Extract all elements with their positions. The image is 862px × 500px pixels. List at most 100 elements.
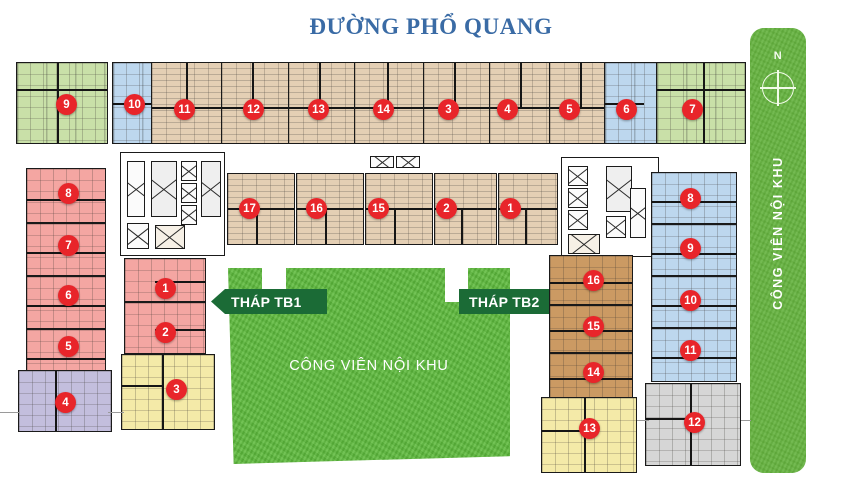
unit-block-top-3[interactable] <box>423 62 495 144</box>
shaft-icon <box>181 183 197 203</box>
guide-line <box>741 420 751 421</box>
unit-block-inner-3[interactable] <box>121 354 215 430</box>
unit-badge-right-9[interactable]: 9 <box>680 238 701 259</box>
right-park-panel: N CÔNG VIÊN NỘI KHU <box>750 28 806 473</box>
unit-badge-label: 10 <box>128 98 141 111</box>
unit-badge-label: 5 <box>566 103 573 116</box>
shaft-icon <box>127 223 149 249</box>
shaft-icon <box>630 188 646 238</box>
tower-tb2-core <box>561 157 659 257</box>
unit-badge-left-7[interactable]: 7 <box>58 235 79 256</box>
unit-badge-9[interactable]: 9 <box>56 94 77 115</box>
unit-badge-15[interactable]: 15 <box>368 198 389 219</box>
unit-badge-label: 10 <box>684 294 697 307</box>
unit-badge-label: 8 <box>687 192 694 205</box>
unit-block-top-6[interactable] <box>604 62 662 144</box>
shaft-icon <box>127 161 145 217</box>
unit-badge-left-4[interactable]: 4 <box>55 392 76 413</box>
unit-block-row2-16[interactable] <box>296 173 364 245</box>
unit-badge-6[interactable]: 6 <box>616 99 637 120</box>
unit-badge-label: 1 <box>162 282 169 295</box>
unit-block-row2-17[interactable] <box>227 173 295 245</box>
unit-badge-rinner-16[interactable]: 16 <box>583 270 604 291</box>
unit-badge-label: 7 <box>65 239 72 252</box>
unit-badge-label: 3 <box>445 103 452 116</box>
unit-badge-rinner-15[interactable]: 15 <box>583 316 604 337</box>
unit-badge-row2-2[interactable]: 2 <box>436 198 457 219</box>
unit-badge-inner-2[interactable]: 2 <box>155 322 176 343</box>
unit-badge-rinner-13[interactable]: 13 <box>579 418 600 439</box>
stair-icon <box>151 161 177 217</box>
unit-badge-label: 11 <box>684 344 697 357</box>
shaft-icon <box>568 188 588 208</box>
unit-badge-label: 3 <box>173 383 180 396</box>
shaft-icon <box>181 161 197 181</box>
shaft-icon <box>568 210 588 230</box>
unit-badge-14[interactable]: 14 <box>373 99 394 120</box>
unit-badge-label: 4 <box>62 396 69 409</box>
unit-badge-12[interactable]: 12 <box>243 99 264 120</box>
tower-tb1-core <box>120 152 225 256</box>
unit-badge-17[interactable]: 17 <box>239 198 260 219</box>
unit-badge-inner-1[interactable]: 1 <box>155 278 176 299</box>
unit-badge-label: 14 <box>377 103 390 116</box>
stair-icon <box>606 166 632 212</box>
guide-line <box>0 412 20 413</box>
unit-badge-5[interactable]: 5 <box>559 99 580 120</box>
unit-badge-label: 1 <box>507 202 514 215</box>
unit-badge-label: 11 <box>178 103 191 116</box>
unit-badge-left-5[interactable]: 5 <box>58 336 79 357</box>
unit-block-right-11[interactable] <box>651 328 737 382</box>
unit-badge-inner-3[interactable]: 3 <box>166 379 187 400</box>
unit-badge-right-11[interactable]: 11 <box>680 340 701 361</box>
unit-block-right-12[interactable] <box>645 383 741 466</box>
unit-badge-label: 13 <box>312 103 325 116</box>
unit-badge-left-6[interactable]: 6 <box>58 285 79 306</box>
unit-badge-label: 5 <box>65 340 72 353</box>
unit-badge-label: 2 <box>162 326 169 339</box>
unit-badge-label: 2 <box>443 202 450 215</box>
unit-badge-13[interactable]: 13 <box>308 99 329 120</box>
central-park-label: CÔNG VIÊN NỘI KHU <box>289 358 449 374</box>
lobby-icon <box>568 234 600 254</box>
unit-block-row2-1[interactable] <box>498 173 558 245</box>
unit-badge-label: 6 <box>65 289 72 302</box>
unit-badge-7[interactable]: 7 <box>682 99 703 120</box>
shaft-icon <box>370 156 394 168</box>
unit-badge-right-12[interactable]: 12 <box>684 412 705 433</box>
shaft-icon <box>606 216 626 238</box>
unit-badge-right-8[interactable]: 8 <box>680 188 701 209</box>
unit-badge-label: 6 <box>623 103 630 116</box>
unit-badge-label: 12 <box>688 416 701 429</box>
unit-badge-3[interactable]: 3 <box>438 99 459 120</box>
unit-badge-label: 4 <box>504 103 511 116</box>
unit-badge-rinner-14[interactable]: 14 <box>583 362 604 383</box>
guide-line <box>108 412 124 413</box>
tower-tb2-label: THÁP TB2 <box>469 293 540 310</box>
right-park-label: CÔNG VIÊN NỘI KHU <box>771 156 785 310</box>
unit-badge-label: 9 <box>63 98 70 111</box>
page-title: ĐƯỜNG PHỔ QUANG <box>309 14 553 39</box>
shaft-icon <box>181 205 197 225</box>
unit-badge-10[interactable]: 10 <box>124 94 145 115</box>
unit-badge-16[interactable]: 16 <box>306 198 327 219</box>
unit-badge-label: 16 <box>587 274 600 287</box>
unit-badge-label: 13 <box>583 422 596 435</box>
unit-badge-4[interactable]: 4 <box>497 99 518 120</box>
unit-badge-label: 14 <box>587 366 600 379</box>
unit-badge-row2-1[interactable]: 1 <box>500 198 521 219</box>
unit-badge-11[interactable]: 11 <box>174 99 195 120</box>
unit-badge-right-10[interactable]: 10 <box>680 290 701 311</box>
unit-badge-label: 12 <box>247 103 260 116</box>
tower-tb2-banner[interactable]: THÁP TB2 <box>459 289 565 314</box>
tower-tb1-banner[interactable]: THÁP TB1 <box>211 289 327 314</box>
shaft-icon <box>568 166 588 186</box>
unit-block-inner-2[interactable] <box>124 302 206 354</box>
unit-block-left-4[interactable] <box>18 370 112 432</box>
stair-icon <box>201 161 221 217</box>
unit-badge-left-8[interactable]: 8 <box>58 183 79 204</box>
guide-line <box>637 420 649 421</box>
shaft-icon <box>396 156 420 168</box>
unit-badge-label: 7 <box>689 103 696 116</box>
